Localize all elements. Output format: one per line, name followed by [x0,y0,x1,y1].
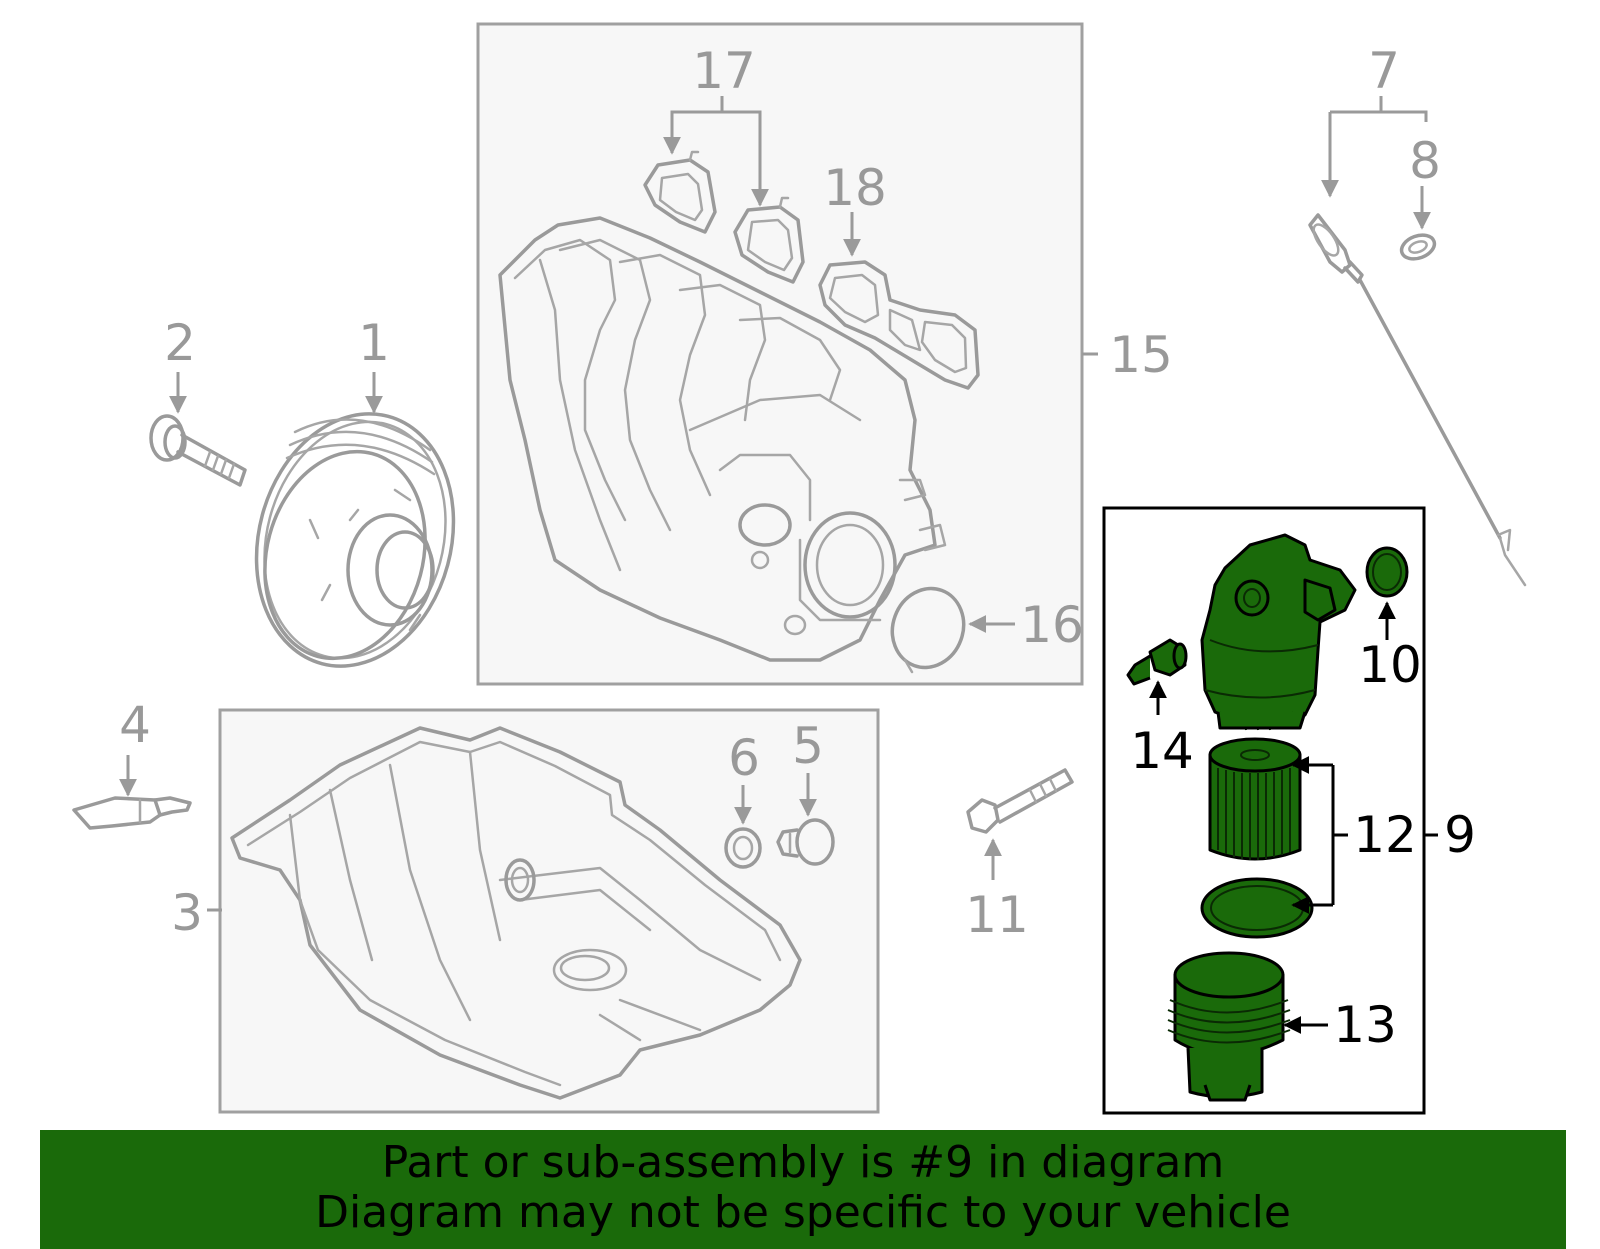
callout-18: 18 [823,159,887,217]
callout-12: 12 [1353,806,1417,864]
callout-10: 10 [1358,636,1422,694]
callout-4: 4 [119,696,151,754]
oil-filter-cap [1167,951,1291,1102]
throttle-body-gasket [890,586,966,674]
drain-plug [776,818,835,866]
pulley-bolt [149,414,247,487]
filter-cap-gasket [1200,877,1314,939]
callout-5: 5 [792,717,824,775]
callout-1: 1 [358,314,390,372]
intake-manifold [498,216,947,662]
callout-3: 3 [171,884,203,942]
crankshaft-pulley [254,412,456,668]
oil-filter-housing [1200,533,1357,731]
callout-14: 14 [1130,722,1194,780]
oil-pan [230,726,802,1100]
callout-2: 2 [164,314,196,372]
callout-9: 9 [1444,806,1476,864]
oil-filter-assembly-panel [1102,506,1426,1115]
manifold-gasket [818,260,980,390]
dipstick [1308,213,1527,587]
intake-gaskets [643,150,805,284]
banner-line-1: Part or sub-assembly is #9 in diagram [381,1137,1225,1188]
mounting-bolt [966,768,1074,834]
oil-pan-panel [218,708,880,1114]
leader-lines [119,96,1438,1034]
oil-pressure-sensor [1126,638,1188,686]
oil-filter-element [1208,737,1302,861]
callout-15: 15 [1109,326,1173,384]
banner-line-2: Diagram may not be specific to your vehi… [315,1187,1291,1238]
dipstick-o-ring [1399,233,1437,261]
housing-o-ring [1365,546,1409,598]
callout-numbers: 1 2 3 4 5 6 7 8 9 10 11 12 13 14 15 16 1… [119,42,1476,1054]
intake-manifold-panel [476,22,1084,686]
callout-13: 13 [1333,996,1397,1054]
drain-gasket [724,827,762,869]
callout-11: 11 [965,886,1029,944]
callout-8: 8 [1409,132,1441,190]
callout-17: 17 [692,42,756,100]
callout-16: 16 [1020,596,1084,654]
callout-7: 7 [1368,42,1400,100]
info-banner: Part or sub-assembly is #9 in diagram Di… [40,1130,1566,1249]
sealant-tube [72,796,192,830]
callout-6: 6 [728,729,760,787]
